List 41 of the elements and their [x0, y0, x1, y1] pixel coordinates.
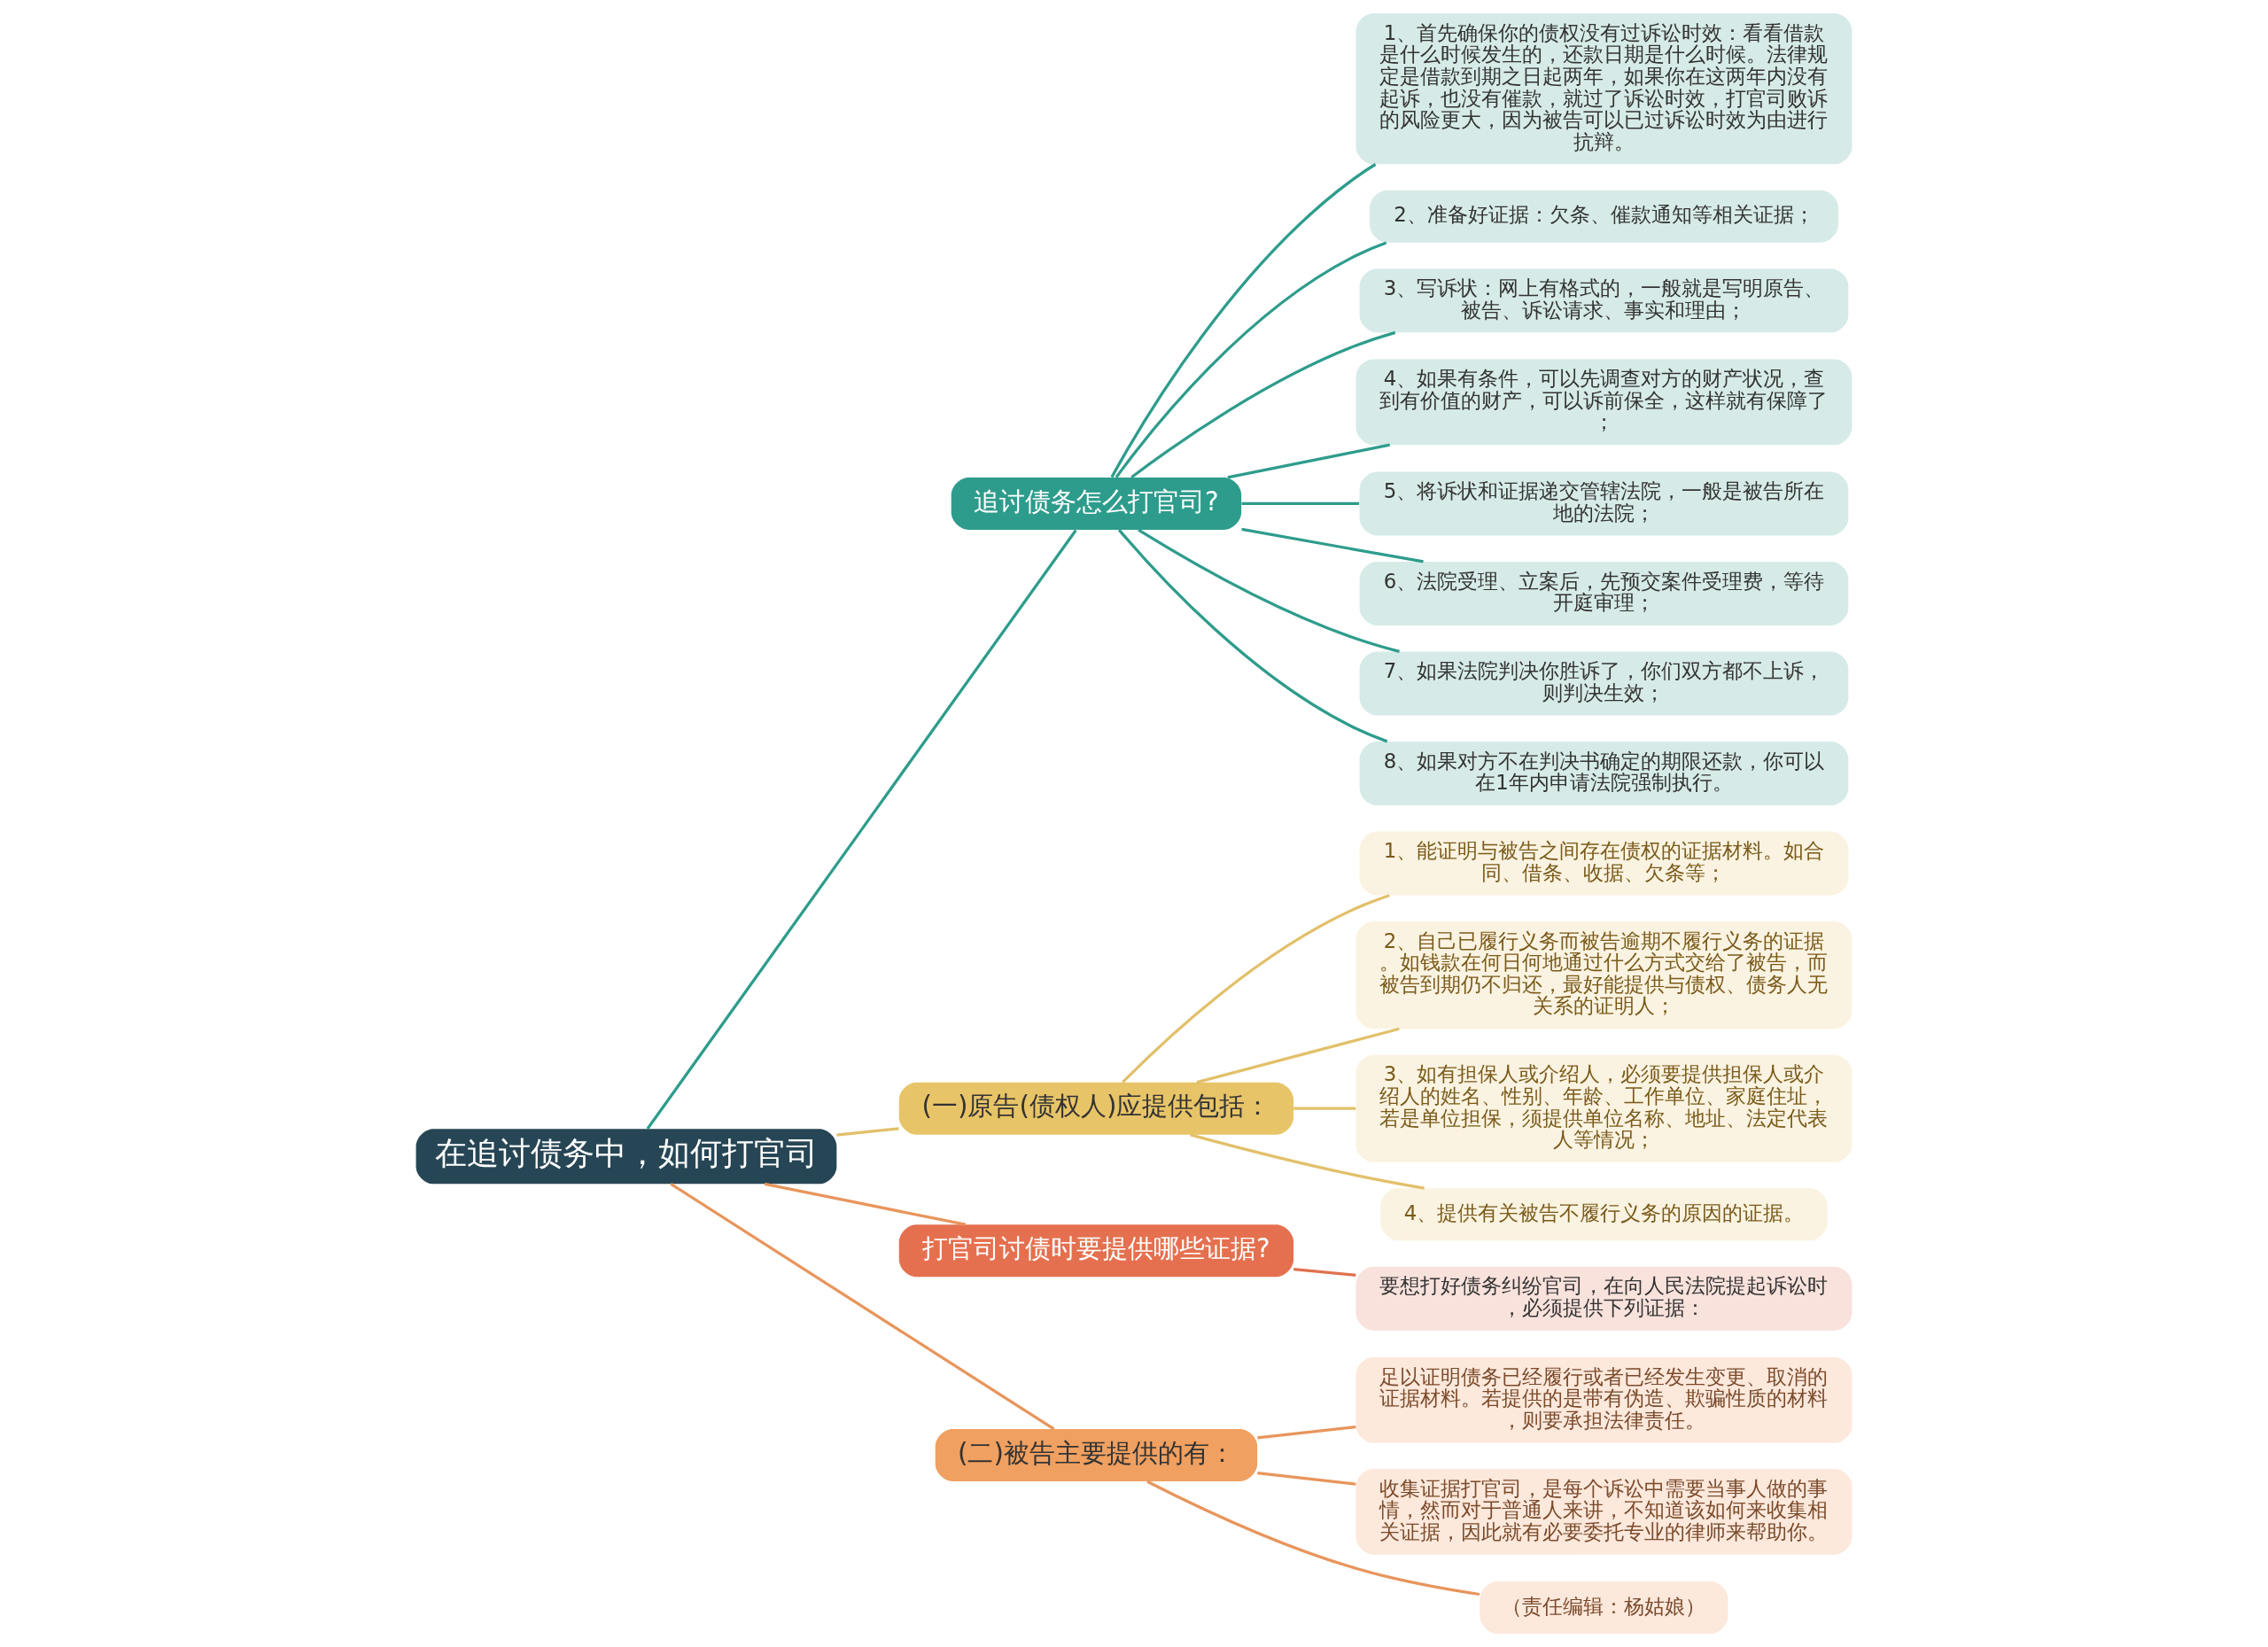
connector: [1146, 1480, 1480, 1597]
node-box: 要想打好债务纠纷官司，在向人民法院提起诉讼时，必须提供下列证据：: [1355, 1266, 1852, 1331]
node-box: 8、如果对方不在判决书确定的期限还款，你可以在1年内申请法院强制执行。: [1359, 742, 1849, 806]
connector: [1110, 163, 1377, 478]
connector: [1122, 894, 1390, 1084]
connector: [1241, 501, 1360, 506]
connector: [1293, 1107, 1356, 1110]
connector: [1257, 1472, 1356, 1486]
connector: [1241, 527, 1424, 563]
connector: [1115, 241, 1387, 478]
node-box: 4、提供有关被告不履行义务的原因的证据。: [1380, 1188, 1828, 1241]
connector: [1138, 528, 1400, 653]
connector: [1190, 1133, 1425, 1190]
node-box: 1、首先确保你的债权没有过诉讼时效：看看借款是什么时候发生的，还款日期是什么时候。法律规定是借款到期之日起两年，如果你在这两年内没有起诉，也没有催款，就过了诉讼时效，打官司败诉的风险更大，因为被告可以已过诉讼时效为由进行抗辩。: [1355, 13, 1852, 165]
node-box: 3、如有担保人或介绍人，必须要提供担保人或介绍人的姓名、性别、年龄、工作单位、家庭住址，若是单位担保，须提供单位名称、地址、法定代表人等情况；: [1355, 1054, 1852, 1162]
node-box: 2、自己已履行义务而被告逾期不履行义务的证据。如钱款在何日何地通过什么方式交给了被告，而被告到期仍不归还，最好能提供与债权、债务人无关系的证明人；: [1355, 921, 1852, 1029]
node-box: 3、写诉状：网上有格式的，一般就是写明原告、被告、诉讼请求、事实和理由；: [1359, 268, 1849, 333]
node-box: (二)被告主要提供的有：: [935, 1429, 1258, 1481]
connector: [1196, 1027, 1400, 1084]
connector: [764, 1182, 967, 1226]
node-box: 打官司讨债时要提供哪些证据?: [898, 1224, 1294, 1278]
connector: [646, 529, 1077, 1130]
connector: [1227, 443, 1390, 479]
connector: [1293, 1268, 1356, 1277]
node-box: 2、准备好证据：欠条、催款通知等相关证据；: [1370, 190, 1838, 243]
node-box: 收集证据打官司，是每个诉讼中需要当事人做的事情，然而对于普通人来讲，不知道该如何来收集相关证据，因此就有必要委托专业的律师来帮助你。: [1355, 1469, 1852, 1555]
node-box: 1、能证明与被告之间存在债权的证据材料。如合同、借条、收据、欠条等；: [1359, 831, 1849, 896]
node-box: （责任编辑：杨姑娘）: [1480, 1581, 1728, 1634]
connector: [1130, 330, 1396, 478]
node-box: 足以证明债务已经履行或者已经发生变更、取消的证据材料。若提供的是带有伪造、欺骗性质的材料，则要承担法律责任。: [1355, 1357, 1852, 1443]
node-box: (一)原告(债权人)应提供包括：: [898, 1082, 1294, 1135]
node-box: 追讨债务怎么打官司?: [951, 478, 1242, 530]
node-box: 6、法院受理、立案后，先预交案件受理费，等待开庭审理；: [1359, 561, 1849, 625]
connector: [1117, 529, 1388, 743]
connector: [836, 1127, 899, 1137]
node-box: 5、将诉状和证据递交管辖法院，一般是被告所在地的法院；: [1359, 471, 1849, 536]
node-box: 4、如果有条件，可以先调查对方的财产状况，查到有价值的财产，可以诉前保全，这样就有保障了；: [1355, 359, 1852, 446]
node-box: 在追讨债务中，如何打官司: [416, 1129, 837, 1185]
node-box: 7、如果法院判决你胜诉了，你们双方都不上诉，则判决生效；: [1359, 651, 1849, 716]
connector: [670, 1183, 1055, 1431]
connector: [1257, 1426, 1356, 1440]
